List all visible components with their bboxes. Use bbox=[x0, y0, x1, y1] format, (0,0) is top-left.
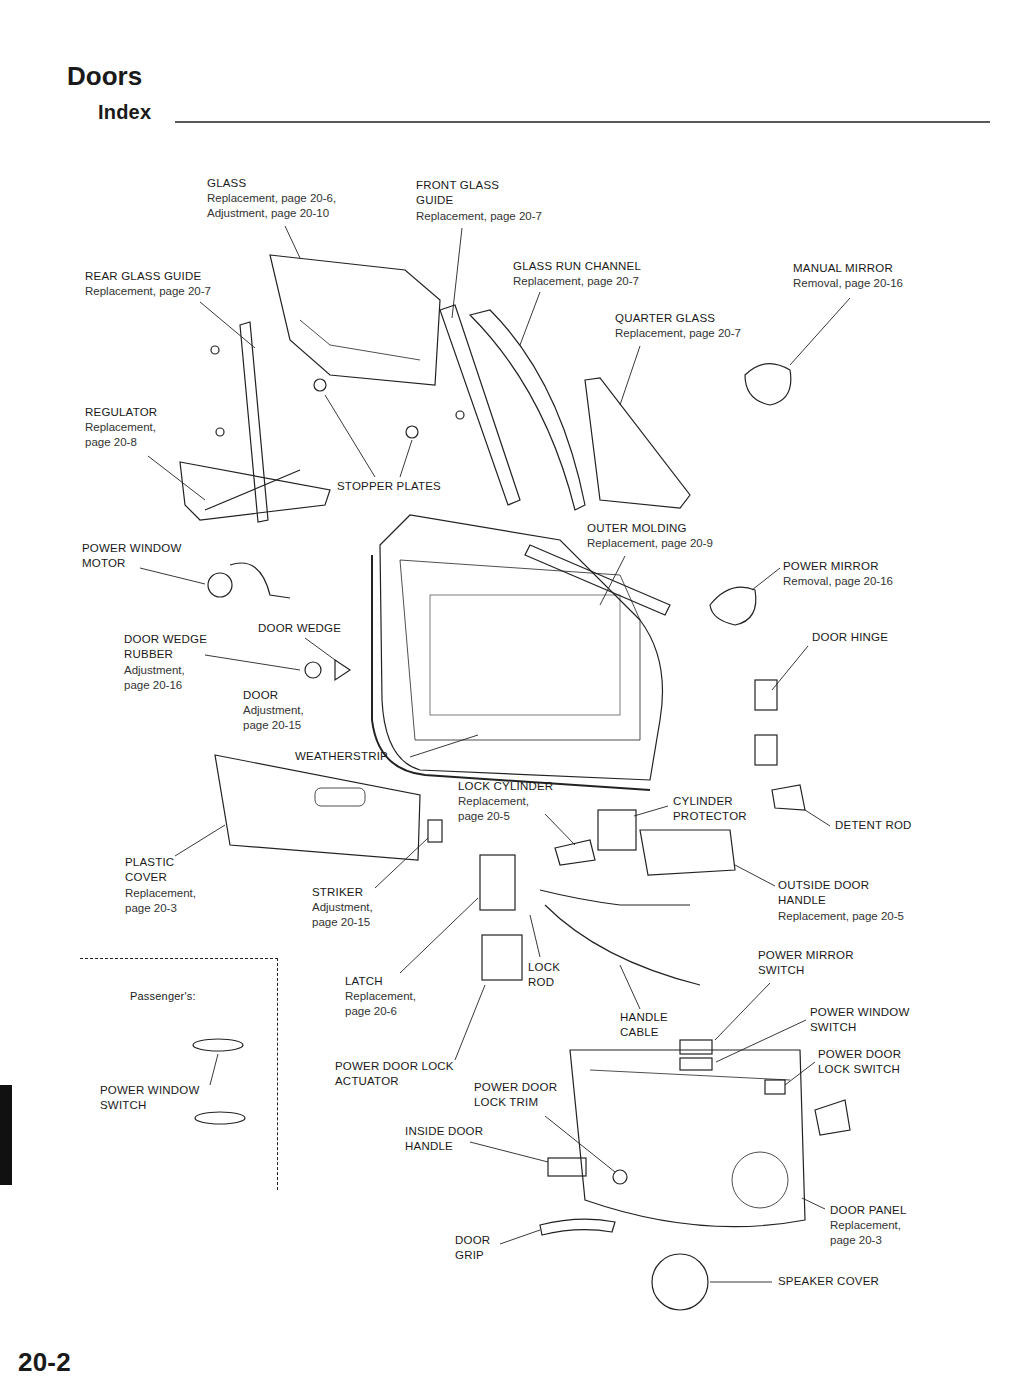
reference-note: Replacement, page 20-9 bbox=[587, 536, 767, 551]
part-name: INSIDE DOOR HANDLE bbox=[405, 1124, 495, 1154]
reference-note: Removal, page 20-16 bbox=[783, 574, 933, 589]
part-name: POWER DOOR LOCK TRIM bbox=[474, 1080, 579, 1110]
part-name: DOOR GRIP bbox=[455, 1233, 500, 1263]
section-heading: Index bbox=[98, 100, 151, 124]
part-name: STRIKER bbox=[312, 885, 392, 900]
reference-note: Replacement, page 20-8 bbox=[85, 420, 165, 450]
reference-note: Replacement, page 20-6, Adjustment, page… bbox=[207, 191, 377, 221]
reference-note: Replacement, page 20-7 bbox=[615, 326, 785, 341]
part-name: GLASS bbox=[207, 176, 377, 191]
part-name: POWER MIRROR bbox=[783, 559, 923, 574]
part-name: STOPPER PLATES bbox=[337, 479, 477, 494]
part-name: CYLINDER PROTECTOR bbox=[673, 794, 763, 824]
part-name: REGULATOR bbox=[85, 405, 185, 420]
reference-note: Adjustment, page 20-15 bbox=[312, 900, 392, 930]
reference-note: Adjustment, page 20-15 bbox=[243, 703, 323, 733]
part-name: DOOR HINGE bbox=[812, 630, 932, 645]
reference-note: Replacement, page 20-7 bbox=[85, 284, 255, 299]
part-name: DOOR PANEL bbox=[830, 1203, 940, 1218]
part-name: DOOR WEDGE RUBBER bbox=[124, 632, 219, 662]
reference-note: Replacement, page 20-5 bbox=[778, 909, 948, 924]
inset-heading: Passenger's: bbox=[130, 989, 250, 1004]
part-name: DETENT ROD bbox=[835, 818, 945, 833]
reference-note: Adjustment, page 20-16 bbox=[124, 663, 204, 693]
part-name: LOCK ROD bbox=[528, 960, 573, 990]
part-name: HANDLE CABLE bbox=[620, 1010, 685, 1040]
reference-note: Replacement, page 20-7 bbox=[416, 209, 586, 224]
part-name: POWER MIRROR SWITCH bbox=[758, 948, 873, 978]
page-number: 20-2 bbox=[18, 1346, 71, 1378]
part-name: QUARTER GLASS bbox=[615, 311, 765, 326]
part-name: FRONT GLASS GUIDE bbox=[416, 178, 516, 208]
reference-note: Replacement, page 20-5 bbox=[458, 794, 538, 824]
part-name: WEATHERSTRIP bbox=[295, 749, 415, 764]
part-name: SPEAKER COVER bbox=[778, 1274, 918, 1289]
page-title: Doors bbox=[67, 60, 142, 92]
part-name: POWER WINDOW MOTOR bbox=[82, 541, 202, 571]
part-name: DOOR bbox=[243, 688, 303, 703]
reference-note: Replacement, page 20-3 bbox=[830, 1218, 915, 1248]
part-name: POWER WINDOW SWITCH bbox=[100, 1083, 220, 1113]
reference-note: Replacement, page 20-6 bbox=[345, 989, 425, 1019]
reference-note: Removal, page 20-16 bbox=[793, 276, 943, 291]
part-name: GLASS RUN CHANNEL bbox=[513, 259, 693, 274]
part-name: POWER WINDOW SWITCH bbox=[810, 1005, 925, 1035]
part-name: DOOR WEDGE bbox=[258, 621, 378, 636]
part-name: LATCH bbox=[345, 974, 405, 989]
reference-note: Replacement, page 20-3 bbox=[125, 886, 205, 916]
part-name: POWER DOOR LOCK SWITCH bbox=[818, 1047, 923, 1077]
part-name: LOCK CYLINDER bbox=[458, 779, 588, 794]
part-name: POWER DOOR LOCK ACTUATOR bbox=[335, 1059, 460, 1089]
inset-panel: Passenger's: POWER WINDOW SWITCH bbox=[80, 958, 278, 1190]
part-name: OUTER MOLDING bbox=[587, 521, 767, 536]
part-name: REAR GLASS GUIDE bbox=[85, 269, 245, 284]
reference-note: Replacement, page 20-7 bbox=[513, 274, 683, 289]
part-name: MANUAL MIRROR bbox=[793, 261, 943, 276]
part-name: OUTSIDE DOOR HANDLE bbox=[778, 878, 888, 908]
part-name: PLASTIC COVER bbox=[125, 855, 195, 885]
